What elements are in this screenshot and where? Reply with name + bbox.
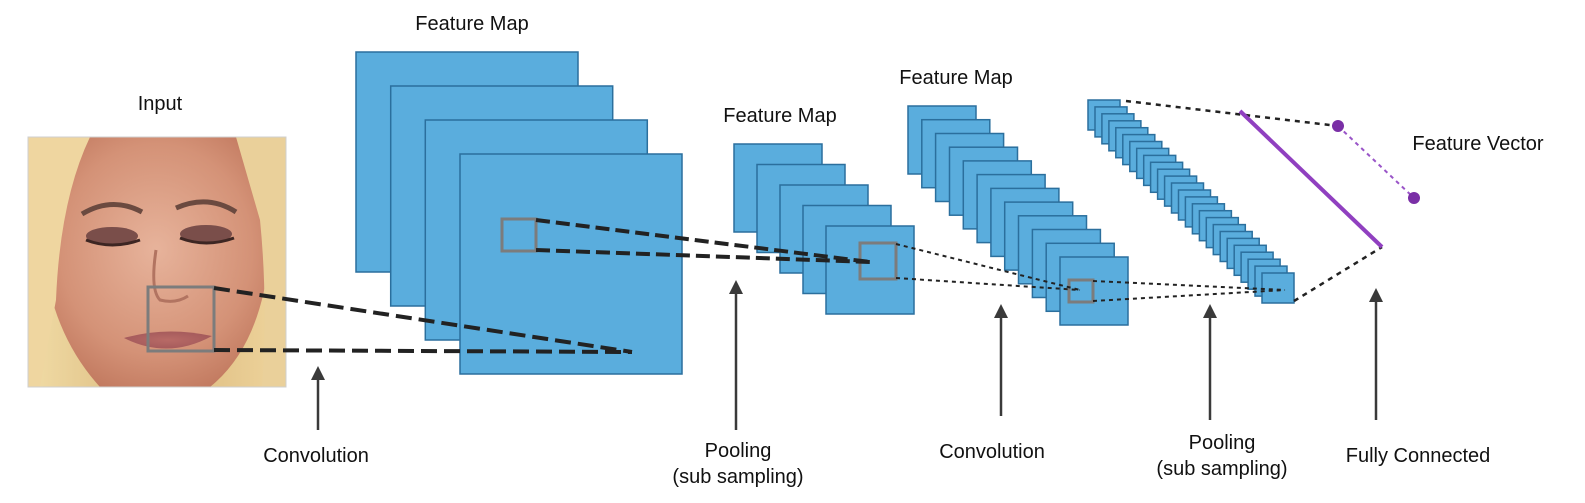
feature-map-stack-1 <box>355 51 683 375</box>
fully-connected-label: Fully Connected <box>1345 445 1491 467</box>
fully-connected-connectors <box>1125 99 1383 303</box>
pooling-1-connectors <box>535 218 871 264</box>
feature-map-label-1: Feature Map <box>415 13 529 35</box>
arrow-pooling-2 <box>1203 304 1217 420</box>
feature-vector <box>1238 109 1420 249</box>
convolution-1-connectors <box>213 286 633 354</box>
feature-vector-label: Feature Vector <box>1412 133 1544 155</box>
feature-vector-node-2 <box>1408 192 1420 204</box>
feature-map-stack-3 <box>907 105 1129 326</box>
convolution-label-2: Convolution <box>939 441 1045 463</box>
arrow-convolution-2 <box>994 304 1008 416</box>
feature-map-2-5 <box>825 225 915 315</box>
pooling-2-connectors <box>1092 280 1286 302</box>
feature-map-1-4 <box>459 153 683 375</box>
input-kernel-window <box>146 285 216 353</box>
pooled-map-stack <box>1087 99 1295 304</box>
feature-map-label-2: Feature Map <box>723 105 837 127</box>
pooling-label-1: Pooling (sub sampling) <box>638 438 838 490</box>
convolution-label-1: Convolution <box>263 445 369 467</box>
convolution-2-connectors <box>895 243 1081 291</box>
pooling-label-2-line-2: (sub sampling) <box>1156 458 1288 480</box>
pooling-label-1-line-2: (sub sampling) <box>672 466 804 488</box>
pooling-label-2-line-1: Pooling <box>1188 432 1256 454</box>
feature-map-stack-2 <box>733 143 915 315</box>
feature-map-label-3: Feature Map <box>899 67 1013 89</box>
input-label: Input <box>137 93 183 115</box>
arrow-convolution-1 <box>311 366 325 430</box>
feature-vector-node-1 <box>1332 120 1344 132</box>
arrow-fully-connected <box>1369 288 1383 420</box>
fm3-kernel-window <box>1067 278 1095 304</box>
fm1-kernel-window <box>500 217 538 253</box>
pooled-map-26 <box>1261 272 1295 304</box>
pooling-label-1-line-1: Pooling <box>704 440 772 462</box>
arrow-pooling-1 <box>729 280 743 430</box>
pooling-label-2: Pooling (sub sampling) <box>1122 430 1322 482</box>
